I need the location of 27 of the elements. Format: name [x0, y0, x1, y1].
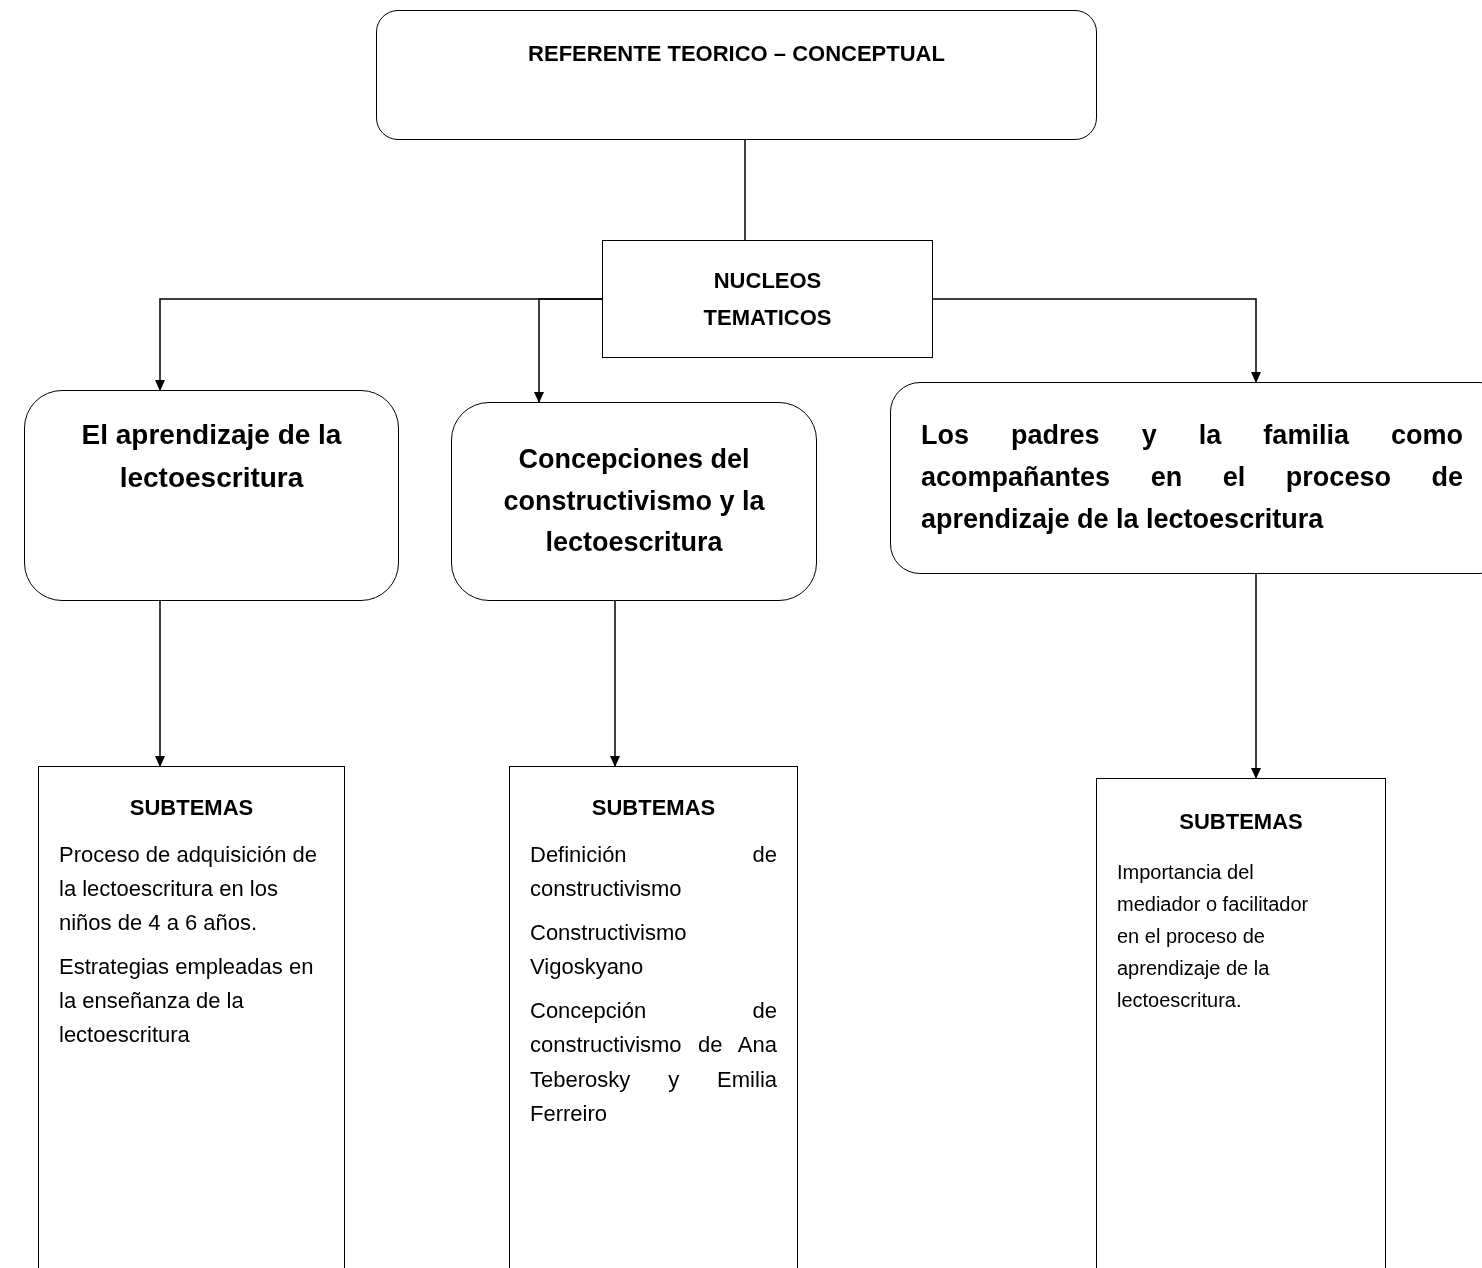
heading-text: SUBTEMAS [590, 794, 717, 822]
subtopic-text: Concepción de constructivismo de Ana Teberosky y Emilia Ferreiro [530, 997, 777, 1128]
subtopic-text: Proceso de adquisición de la lectoescritura en los niños de 4 a 6 años. [59, 841, 319, 938]
heading-text: NUCLEOS TEMATICOS [702, 266, 833, 332]
heading-text: REFERENTE TEORICO – CONCEPTUAL [527, 40, 946, 68]
heading-text: Los padres y la familia como acompañantes en el proceso de aprendizaje de la lectoescritura [921, 419, 1463, 536]
subtopics-box [509, 766, 798, 1268]
connector-arrow [610, 600, 620, 767]
topic-box [451, 402, 817, 601]
connector-arrow [534, 298, 603, 403]
heading-text: SUBTEMAS [128, 794, 255, 822]
connector-arrow [932, 298, 1261, 383]
connector-arrow [155, 600, 165, 767]
core-topics-box [602, 240, 933, 358]
heading-text: El aprendizaje de la lectoescritura [80, 418, 343, 496]
subtopic-text: Constructivismo Vigoskyano [530, 919, 688, 982]
heading-text: Concepciones del constructivismo y la lectoescritura [502, 442, 766, 560]
title-box [376, 10, 1097, 140]
subtopics-box [1096, 778, 1386, 1268]
heading-text: SUBTEMAS [1178, 808, 1304, 836]
subtopics-box [38, 766, 345, 1268]
subtopic-text: Definición de constructivismo [530, 841, 777, 904]
topic-box [24, 390, 399, 601]
topic-box [890, 382, 1482, 574]
subtopic-text: Importancia del mediador o facilitador en el proceso de aprendizaje de la lectoescritura. [1117, 860, 1310, 1013]
subtopic-text: Estrategias empleadas en la enseñanza de la lectoescritura [59, 953, 315, 1050]
connector-arrow [1251, 573, 1261, 779]
